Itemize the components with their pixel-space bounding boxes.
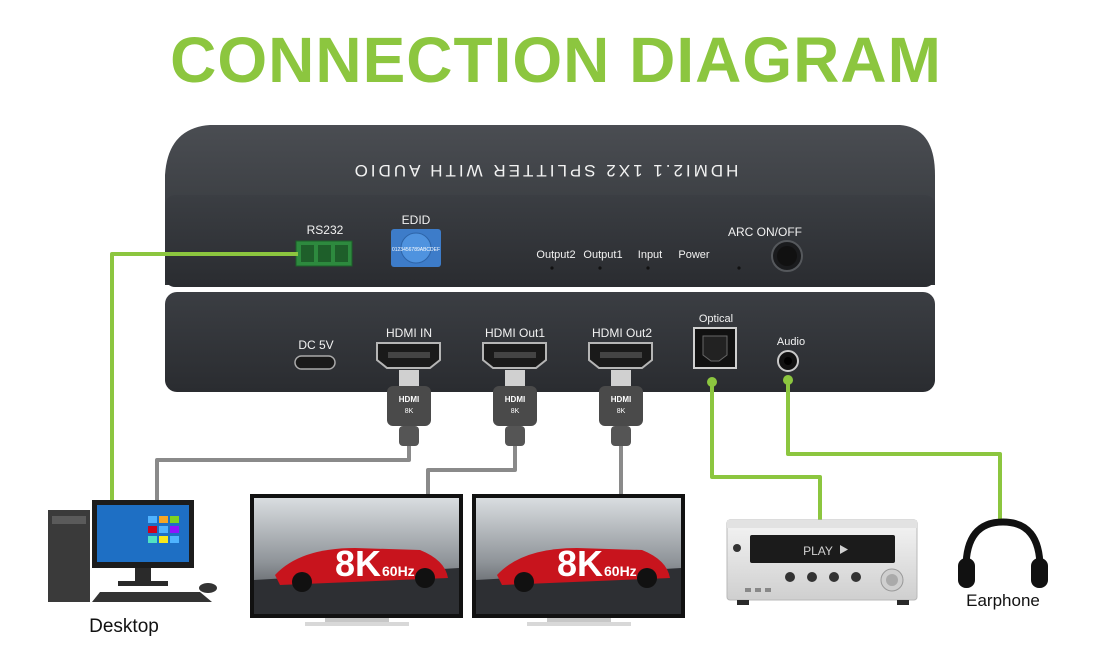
led-label-input: Input: [638, 249, 662, 261]
hdmi-out2-port: [588, 342, 653, 369]
arc-label: ARC ON/OFF: [728, 225, 802, 239]
edid-dial: 0123456789ABCDEF: [391, 229, 441, 267]
amplifier-icon: PLAY: [726, 519, 918, 605]
hdmi-plug-in: HDMI 8K: [387, 370, 431, 446]
cable-rs232-desktop: [110, 252, 298, 505]
optical-label: Optical: [699, 313, 733, 325]
splitter-upper-unit: HDMI2.1 1X2 SPLITTER WITH AUDIO RS232 ED…: [165, 125, 935, 287]
tv-monitor-1: 8K 60Hz: [250, 494, 463, 626]
led-power: [737, 266, 741, 270]
tv1-resolution: 8K: [335, 543, 381, 584]
arc-button[interactable]: [771, 240, 803, 272]
hdmi-out1-port: [482, 342, 547, 369]
dc-label: DC 5V: [298, 338, 333, 352]
desktop-computer-icon: [48, 500, 217, 602]
device-top-label: HDMI2.1 1X2 SPLITTER WITH AUDIO: [352, 161, 739, 180]
edid-label: EDID: [402, 213, 431, 227]
cable-hdmi-out1-tv1: [426, 445, 517, 495]
led-label-output2: Output2: [536, 249, 575, 261]
tv2-resolution: 8K: [557, 543, 603, 584]
cable-hdmi-in-desktop: [155, 445, 411, 510]
hdmi-in-port: [376, 342, 441, 369]
led-output1: [598, 266, 602, 270]
audio-label: Audio: [777, 336, 805, 348]
led-label-output1: Output1: [583, 249, 622, 261]
cable-audio-earphone: [786, 380, 1002, 522]
led-output2: [550, 266, 554, 270]
led-label-power: Power: [678, 249, 710, 261]
desktop-label: Desktop: [89, 616, 159, 637]
tv1-refresh: 60Hz: [382, 563, 415, 579]
led-indicators: Output2 Output1 Input Power: [536, 249, 741, 270]
hdmi-out1-label: HDMI Out1: [485, 326, 545, 340]
optical-port: [693, 327, 737, 369]
cable-optical-amplifier: [710, 382, 822, 520]
hdmi-plug-out2-line2: 8K: [617, 408, 626, 415]
hdmi-plug-out1: HDMI 8K: [493, 370, 537, 446]
hdmi-plug-out1-line2: 8K: [511, 408, 520, 415]
led-input: [646, 266, 650, 270]
earphone-icon: [958, 518, 1048, 588]
hdmi-plug-in-line2: 8K: [405, 408, 414, 415]
audio-jack: [777, 350, 799, 372]
dc-port: [294, 355, 336, 370]
splitter-lower-unit: DC 5V HDMI IN HDMI Out1 HDMI Out2 Optica…: [165, 292, 935, 392]
hdmi-plug-in-line1: HDMI: [399, 395, 419, 404]
hdmi-out2-label: HDMI Out2: [592, 326, 652, 340]
diagram-title: CONNECTION DIAGRAM: [170, 24, 942, 96]
rs232-terminal: [295, 240, 353, 267]
amplifier-display: PLAY: [803, 544, 833, 558]
hdmi-plug-out1-line1: HDMI: [505, 395, 525, 404]
hdmi-plug-out2-line1: HDMI: [611, 395, 631, 404]
tv-monitor-2: 8K 60Hz: [472, 494, 685, 626]
rs232-label: RS232: [307, 223, 344, 237]
earphone-label: Earphone: [966, 591, 1040, 610]
cables: [110, 252, 1002, 522]
hdmi-in-label: HDMI IN: [386, 326, 432, 340]
hdmi-plug-out2: HDMI 8K: [599, 370, 643, 446]
tv2-refresh: 60Hz: [604, 563, 637, 579]
edid-dial-digits: 0123456789ABCDEF: [392, 247, 440, 253]
